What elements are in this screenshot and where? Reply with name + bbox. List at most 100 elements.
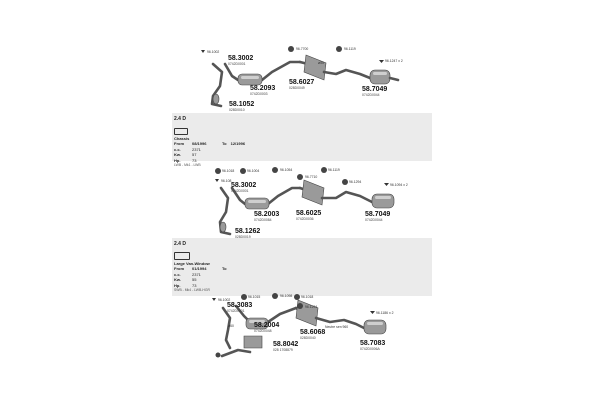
section3-info-band bbox=[172, 238, 432, 296]
section2-info: 2.4 D Chassis From 08/1996 To 12/1996 c.… bbox=[174, 116, 246, 167]
section3-body: Large Van-Window bbox=[174, 261, 210, 266]
section3-engine: 2.4 D bbox=[174, 241, 186, 247]
section2-tag-4: 96.1054 bbox=[272, 167, 292, 173]
part-code: 58.6068 bbox=[300, 329, 325, 336]
rubber-mount-icon bbox=[294, 294, 300, 300]
svg-text:96.7700: 96.7700 bbox=[296, 47, 308, 51]
clamp-icon bbox=[215, 179, 219, 182]
part-code: 58.3083 bbox=[227, 302, 252, 309]
svg-text:0742D0048: 0742D0048 bbox=[254, 329, 272, 333]
section2-body: Chassis bbox=[174, 136, 190, 141]
section2-tag-6: 96.1119 bbox=[321, 167, 340, 173]
svg-text:96.1094 x 2: 96.1094 x 2 bbox=[390, 183, 408, 187]
section3-note: SWB - Mk4 - LWB-HGR bbox=[174, 288, 210, 292]
section2-tag-8: 96.1094 x 2 bbox=[384, 183, 408, 187]
front-pipe bbox=[218, 186, 232, 236]
front-pipe bbox=[221, 306, 232, 350]
svg-text:0742D0001: 0742D0001 bbox=[228, 62, 246, 66]
section2-tag-5: 96.7710 bbox=[297, 174, 317, 180]
svg-text:96.1018: 96.1018 bbox=[301, 295, 313, 299]
svg-text:Neutre sen 960: Neutre sen 960 bbox=[325, 325, 348, 329]
section2-catalyst bbox=[244, 197, 270, 210]
van-icon bbox=[174, 128, 188, 135]
part-code: 58.7083 bbox=[360, 340, 385, 347]
svg-text:96.1018: 96.1018 bbox=[222, 169, 234, 173]
section3-diagram: 96.1002 96.1015 96.1098 96.1018 96.1294 … bbox=[212, 293, 394, 358]
svg-text:96.1004: 96.1004 bbox=[247, 169, 259, 173]
clamp-icon bbox=[201, 50, 205, 53]
section1-tag-1: 96.1002 bbox=[201, 50, 219, 54]
part-code: 58.7049 bbox=[362, 86, 387, 93]
section2-center-silencer bbox=[301, 179, 325, 206]
section2-info-band bbox=[172, 113, 432, 161]
part-code: 58.3002 bbox=[228, 55, 253, 62]
svg-text:96.1247 x 2: 96.1247 x 2 bbox=[385, 59, 403, 63]
svg-text:0742D0044: 0742D0044 bbox=[362, 93, 380, 97]
section1-diagram: 96.1002 96.7700 96.1119 96.1247 x 2 ø55 … bbox=[201, 46, 403, 112]
section3-tag-5: 96.1294 bbox=[297, 303, 317, 309]
section3-tag-2: 96.1015 bbox=[241, 294, 260, 300]
svg-text:ø55: ø55 bbox=[318, 61, 324, 65]
svg-text:96.7710: 96.7710 bbox=[305, 175, 317, 179]
svg-text:96.108: 96.108 bbox=[221, 179, 231, 183]
svg-text:96.1294: 96.1294 bbox=[305, 305, 317, 309]
section3-info: 2.4 D Large Van-Window From 01/1994 To c… bbox=[174, 241, 231, 292]
svg-text:96.1119: 96.1119 bbox=[328, 168, 340, 172]
section1-tag-2: 96.7700 bbox=[288, 46, 308, 52]
part-code: 58.8042 bbox=[273, 341, 298, 348]
svg-text:028D0040: 028D0040 bbox=[300, 336, 316, 340]
clamp-icon bbox=[379, 60, 384, 63]
svg-text:96.1054: 96.1054 bbox=[280, 168, 292, 172]
section2-tag-3: 96.1004 bbox=[240, 168, 259, 174]
part-code: 58.6025 bbox=[296, 210, 321, 217]
section1-tag-4: 96.1247 x 2 bbox=[379, 59, 403, 63]
svg-text:028D0010: 028D0010 bbox=[229, 108, 245, 112]
section2-tag-2: 96.1018 bbox=[215, 168, 234, 174]
svg-text:028 1708879: 028 1708879 bbox=[273, 348, 293, 352]
svg-text:96.1186 x 2: 96.1186 x 2 bbox=[376, 311, 394, 315]
gasket-icon bbox=[240, 168, 246, 174]
part-code: 58.6027 bbox=[289, 79, 314, 86]
section3-tag-3: 96.1098 bbox=[272, 293, 292, 299]
clamp-icon bbox=[212, 298, 216, 301]
svg-text:96.1119: 96.1119 bbox=[344, 47, 356, 51]
section3-tag-6: 96.1186 x 2 bbox=[370, 311, 394, 315]
svg-text:0742D0044: 0742D0044 bbox=[365, 218, 383, 222]
gasket-icon bbox=[288, 46, 294, 52]
svg-text:0742D0001: 0742D0001 bbox=[227, 309, 245, 313]
clamp-icon bbox=[384, 183, 389, 186]
gasket-icon bbox=[272, 167, 278, 173]
van-window-icon bbox=[174, 252, 190, 260]
svg-text:0742D0006A: 0742D0006A bbox=[360, 347, 381, 351]
gasket-icon bbox=[215, 352, 221, 358]
section2-diagram: 96.108 96.1018 96.1004 96.1054 96.7710 9… bbox=[215, 167, 408, 239]
section1-center-silencer bbox=[303, 54, 327, 81]
svg-text:96.1294: 96.1294 bbox=[349, 180, 361, 184]
part-code: 58.2003 bbox=[254, 211, 279, 218]
section1-catalyst bbox=[237, 73, 263, 86]
part-code: 58.3002 bbox=[231, 182, 256, 189]
svg-text:028D0049: 028D0049 bbox=[289, 86, 305, 90]
rubber-mount-icon bbox=[321, 167, 327, 173]
rubber-mount-icon bbox=[336, 46, 342, 52]
gasket-icon bbox=[215, 168, 221, 174]
section2-tag-7: 96.1294 bbox=[342, 179, 361, 185]
part-code: 58.1262 bbox=[235, 228, 260, 235]
svg-text:0742D0036: 0742D0036 bbox=[296, 217, 314, 221]
rubber-mount-icon bbox=[342, 179, 348, 185]
section3-tag-4: 96.1018 bbox=[294, 294, 313, 300]
part-code: 58.1052 bbox=[229, 101, 254, 108]
part-code: 58.7049 bbox=[365, 211, 390, 218]
svg-text:0742D0084: 0742D0084 bbox=[254, 218, 272, 222]
svg-text:ø60: ø60 bbox=[228, 324, 234, 328]
svg-text:028D0019: 028D0019 bbox=[235, 235, 251, 239]
svg-text:0742D0001: 0742D0001 bbox=[231, 189, 249, 193]
part-code: 58.2004 bbox=[254, 322, 279, 329]
rubber-mount-icon bbox=[297, 303, 303, 309]
section2-note: LWB - Mk1 - LWB bbox=[174, 163, 201, 167]
gasket-icon bbox=[272, 293, 278, 299]
section3-tag-1: 96.1002 bbox=[212, 298, 230, 302]
clamp-icon bbox=[370, 311, 375, 314]
